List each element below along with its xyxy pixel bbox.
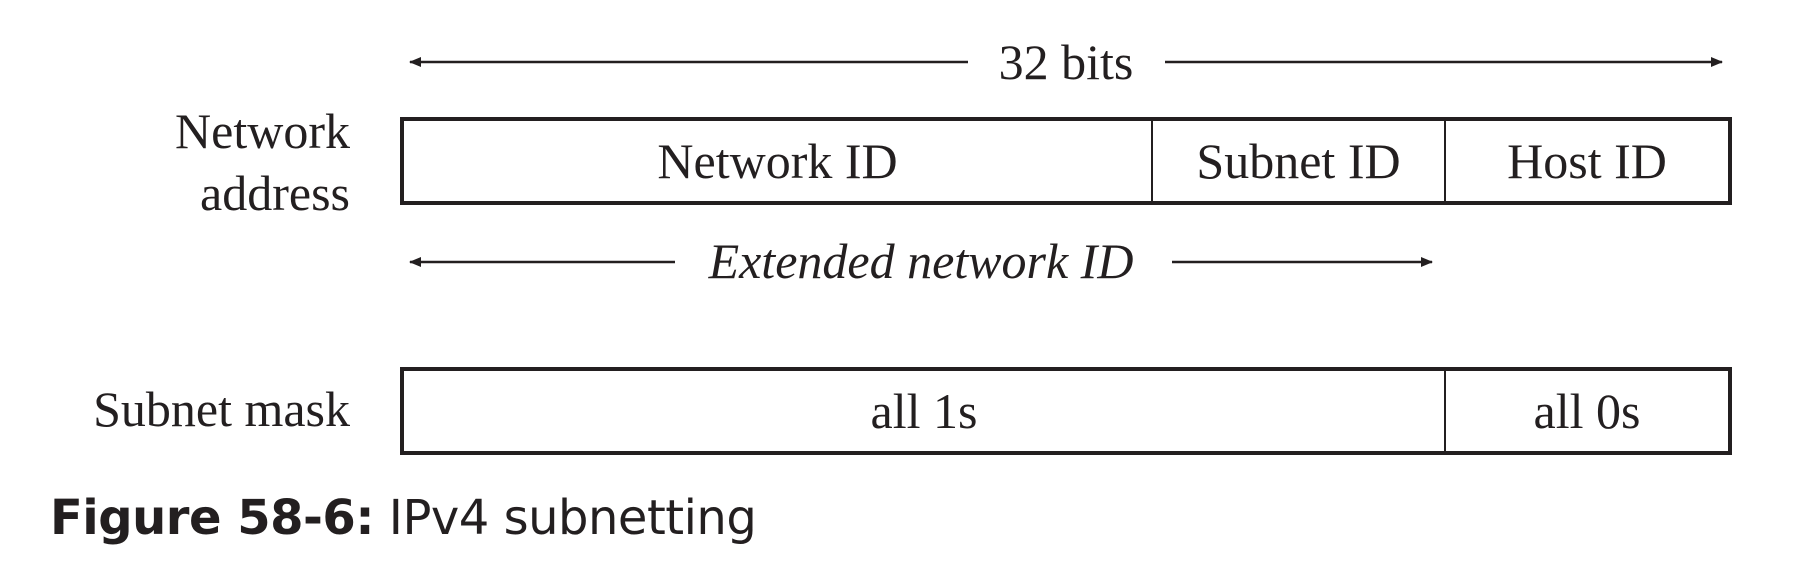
- field-network-id: Network ID: [657, 133, 898, 189]
- figure-caption: Figure 58-6: IPv4 subnetting: [50, 488, 757, 548]
- subnet-mask-box: all 1s all 0s: [400, 367, 1732, 455]
- row-label-subnet-mask: Subnet mask: [93, 381, 350, 437]
- field-all-ones: all 1s: [870, 383, 978, 439]
- figure-caption-text: IPv4 subnetting: [374, 490, 757, 546]
- field-host-id: Host ID: [1444, 121, 1728, 201]
- row-label-line-2: address: [200, 165, 350, 221]
- row-label-network-address: Network address: [175, 100, 350, 224]
- field-all-zeros: all 0s: [1444, 371, 1728, 451]
- span-label-32-bits: 32 bits: [990, 32, 1142, 92]
- field-subnet-id: Subnet ID: [1151, 121, 1444, 201]
- figure-caption-prefix: Figure 58-6:: [50, 490, 375, 546]
- extended-network-id-label: Extended network ID: [700, 231, 1142, 291]
- network-address-box: Network ID Subnet ID Host ID: [400, 117, 1732, 205]
- row-label-line-1: Network: [175, 103, 350, 159]
